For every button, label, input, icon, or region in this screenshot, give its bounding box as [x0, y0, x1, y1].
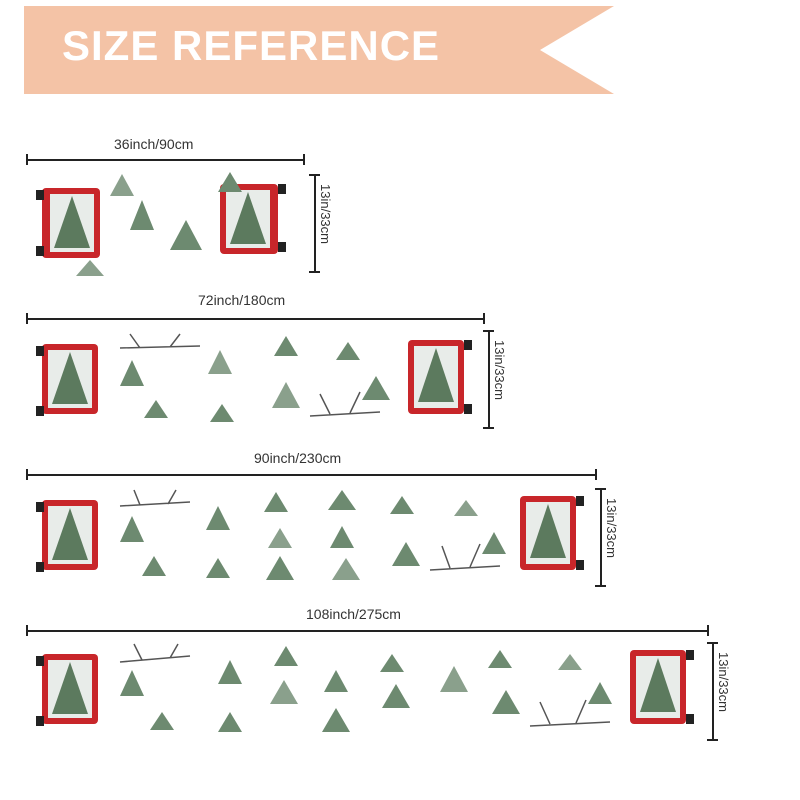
tree-icon: [324, 670, 348, 692]
tree-icon: [218, 712, 242, 732]
truck-icon: [36, 500, 98, 572]
runner-2-width-line: [488, 330, 490, 428]
runner-4-length-label: 108inch/275cm: [306, 606, 401, 622]
branch-icon: [119, 333, 201, 349]
tree-icon: [382, 684, 410, 708]
tree-icon: [170, 220, 202, 250]
tree-icon: [120, 360, 144, 386]
tick: [707, 642, 718, 644]
table-runner-90: [30, 486, 590, 586]
branch-icon: [529, 699, 611, 727]
truck-icon: [220, 184, 286, 254]
tree-icon: [390, 496, 414, 514]
tree-icon: [144, 400, 168, 418]
branch-icon: [429, 543, 501, 571]
tick: [26, 313, 28, 324]
size-reference-banner: [24, 6, 614, 94]
tick: [707, 739, 718, 741]
runner-4-width-line: [712, 642, 714, 740]
tree-icon: [488, 650, 512, 668]
tree-icon: [130, 200, 154, 230]
tree-icon: [142, 556, 166, 576]
runner-2-width-label: 13in/33cm: [492, 340, 507, 400]
truck-icon: [630, 650, 694, 724]
tree-icon: [492, 690, 520, 714]
tree-icon: [272, 382, 300, 408]
runner-3-width-label: 13in/33cm: [604, 498, 619, 558]
runner-2-length-label: 72inch/180cm: [198, 292, 286, 308]
tick: [595, 469, 597, 480]
tree-icon: [392, 542, 420, 566]
runner-1-width-label: 13in/33cm: [318, 184, 333, 244]
tree-icon: [440, 666, 468, 692]
table-runner-36: [30, 170, 298, 276]
tree-icon: [208, 350, 232, 374]
branch-icon: [119, 489, 191, 507]
tree-icon: [588, 682, 612, 704]
truck-icon: [520, 496, 584, 570]
tree-icon: [266, 556, 294, 580]
tree-icon: [336, 342, 360, 360]
tree-icon: [454, 500, 478, 516]
tree-icon: [332, 558, 360, 580]
truck-icon: [36, 188, 100, 258]
tree-icon: [274, 336, 298, 356]
tree-icon: [218, 660, 242, 684]
tree-icon: [206, 558, 230, 578]
tick: [26, 625, 28, 636]
tick: [26, 154, 28, 165]
runner-1-width-line: [314, 174, 316, 272]
tick: [595, 488, 606, 490]
tick: [483, 330, 494, 332]
tick: [303, 154, 305, 165]
truck-icon: [36, 654, 98, 726]
tree-icon: [558, 654, 582, 670]
tree-icon: [330, 526, 354, 548]
tree-icon: [328, 490, 356, 510]
runner-4-width-label: 13in/33cm: [716, 652, 731, 712]
tree-icon: [482, 532, 506, 554]
tree-icon: [110, 174, 134, 196]
table-runner-108: [30, 640, 700, 740]
banner-title: SIZE REFERENCE: [62, 22, 441, 69]
runner-2-length-line: [26, 318, 484, 320]
branch-icon: [309, 391, 381, 417]
tree-icon: [206, 506, 230, 530]
tree-icon: [322, 708, 350, 732]
truck-icon: [36, 344, 98, 416]
tick: [595, 585, 606, 587]
tree-icon: [274, 646, 298, 666]
tick: [483, 313, 485, 324]
truck-icon: [408, 340, 472, 414]
tick: [707, 625, 709, 636]
tick: [26, 469, 28, 480]
tick: [483, 427, 494, 429]
runner-3-length-line: [26, 474, 596, 476]
tick: [309, 174, 320, 176]
tree-icon: [264, 492, 288, 512]
tree-icon: [150, 712, 174, 730]
runner-4-length-line: [26, 630, 708, 632]
tree-icon: [120, 516, 144, 542]
tree-icon: [270, 680, 298, 704]
runner-3-width-line: [600, 488, 602, 586]
tree-icon: [362, 376, 390, 400]
tree-icon: [380, 654, 404, 672]
runner-1-length-label: 36inch/90cm: [114, 136, 194, 152]
table-runner-72: [30, 330, 478, 430]
runner-3-length-label: 90inch/230cm: [254, 450, 342, 466]
tick: [309, 271, 320, 273]
tree-icon: [120, 670, 144, 696]
tree-icon: [218, 172, 242, 192]
tree-icon: [76, 260, 104, 276]
tree-icon: [268, 528, 292, 548]
runner-1-length-line: [26, 159, 304, 161]
branch-icon: [119, 643, 191, 663]
tree-icon: [210, 404, 234, 422]
